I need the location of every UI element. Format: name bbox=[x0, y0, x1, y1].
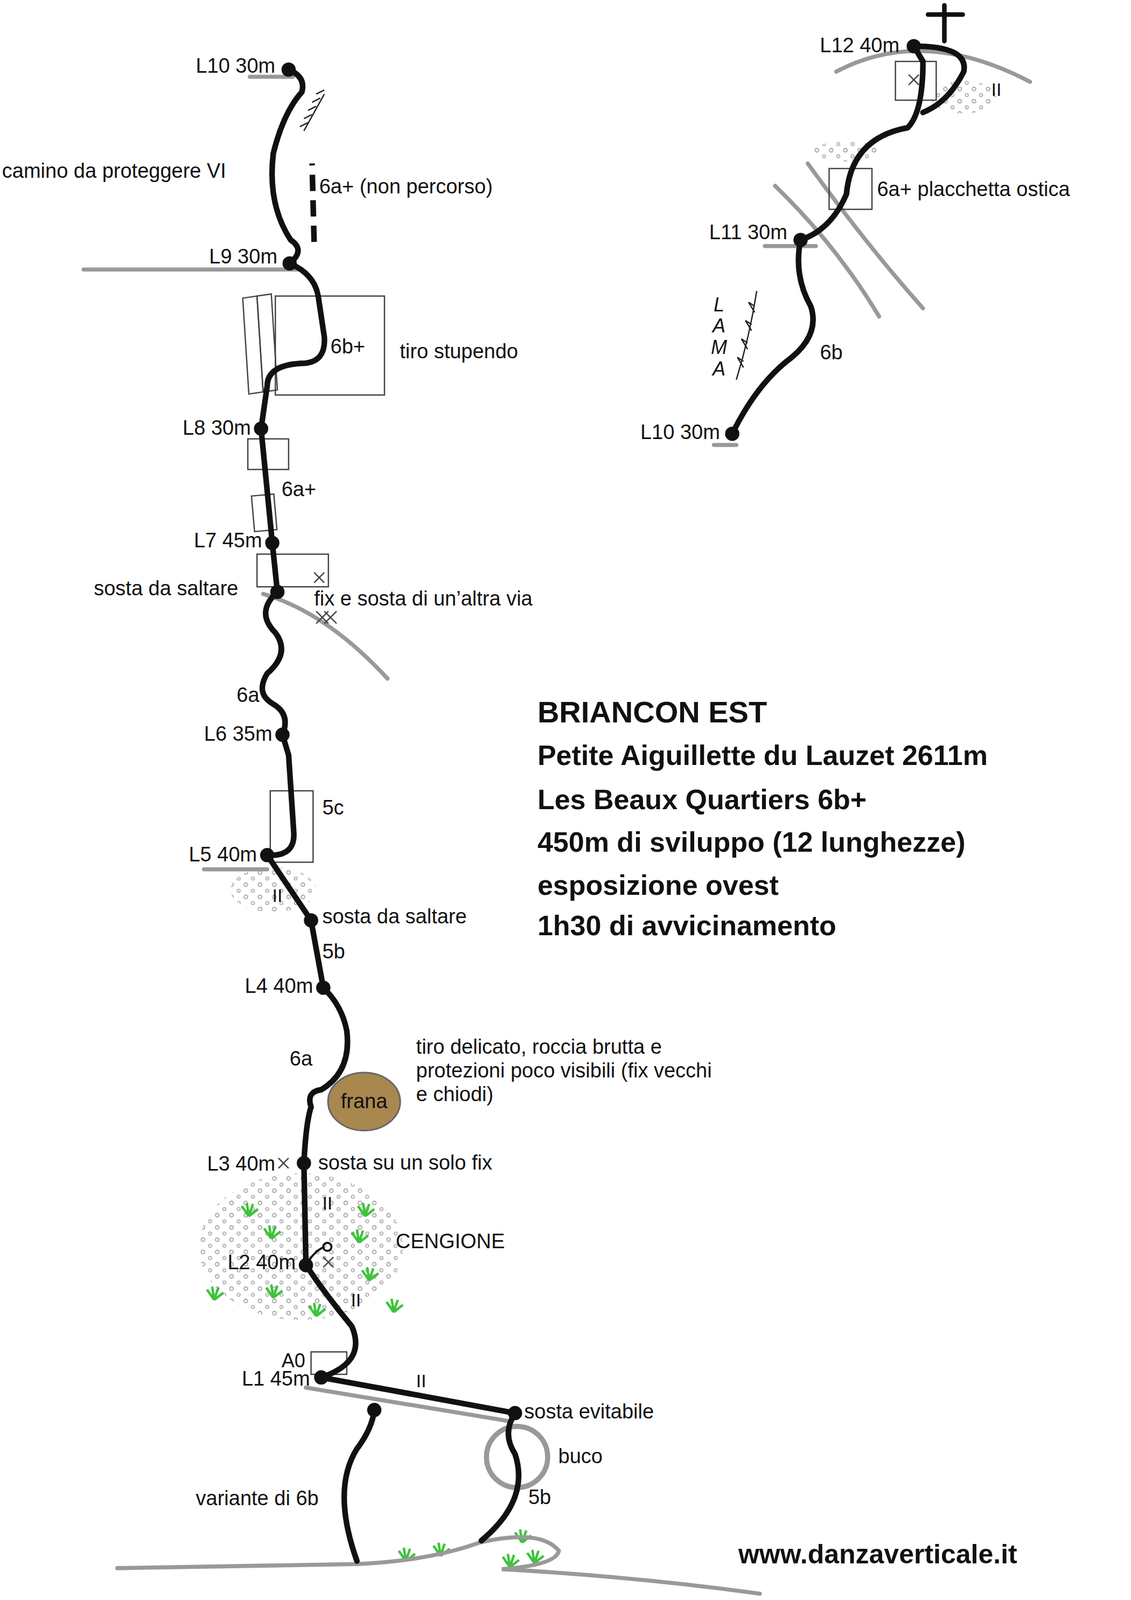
topo-label: CENGIONE bbox=[395, 1229, 506, 1254]
topo-label: 6b bbox=[819, 340, 843, 365]
topo-label: variante di 6b bbox=[196, 1486, 319, 1511]
topo-label: L6 35m bbox=[204, 722, 273, 747]
topo-label: L9 30m bbox=[208, 245, 278, 269]
topo-label: L7 45m bbox=[193, 528, 263, 553]
topo-label: II bbox=[322, 1192, 333, 1214]
topo-info-line: 450m di sviluppo (12 lunghezze) bbox=[537, 826, 966, 859]
topo-info-line: esposizione ovest bbox=[537, 869, 779, 902]
topo-label: L8 30m bbox=[182, 416, 251, 441]
topo-label: camino da proteggere VI bbox=[2, 159, 227, 184]
topo-label: L11 30m bbox=[709, 220, 788, 245]
zone-label: frana bbox=[340, 1089, 388, 1114]
topo-info-line: www.danzaverticale.it bbox=[738, 1538, 1018, 1570]
topo-label: L10 30m bbox=[640, 420, 721, 445]
topo-info-line: Les Beaux Quartiers 6b+ bbox=[537, 783, 867, 816]
topo-label: 6a bbox=[289, 1046, 313, 1071]
topo-info-line: Petite Aiguillette du Lauzet 2611m bbox=[537, 739, 988, 772]
hole-marker: buco bbox=[483, 1422, 603, 1491]
topo-label: 6a bbox=[236, 683, 260, 708]
topo-label: 6a+ placchetta ostica bbox=[876, 177, 1070, 202]
topo-label: fix e sosta di un’altra via bbox=[313, 587, 533, 611]
topo-label: 5b bbox=[528, 1485, 551, 1510]
topo-label: II bbox=[350, 1289, 361, 1311]
topo-label: 5b bbox=[322, 939, 345, 964]
topo-label: sosta da saltare bbox=[322, 905, 467, 930]
topo-label: II bbox=[272, 884, 283, 906]
topo-title: BRIANCON EST bbox=[537, 694, 767, 730]
topo-label: II bbox=[991, 79, 1002, 101]
topo-label: L10 30m bbox=[195, 54, 276, 79]
topo-label: sosta da saltare bbox=[93, 576, 239, 601]
topo-label: L1 45m bbox=[241, 1366, 311, 1391]
topo-label: 5c bbox=[322, 796, 344, 820]
topo-label: L3 40m bbox=[207, 1152, 276, 1176]
topo-info-line: 1h30 di avvicinamento bbox=[537, 909, 837, 942]
topo-label: 6a+ (non percorso) bbox=[319, 175, 493, 199]
topo-label: 6a+ bbox=[281, 477, 317, 502]
topo-label: tiro stupendo bbox=[399, 339, 519, 364]
topo-label: L12 40m bbox=[819, 33, 900, 58]
topo-label: LAMA bbox=[709, 294, 729, 380]
topo-label: L2 40m bbox=[227, 1250, 296, 1275]
hole-label: buco bbox=[558, 1444, 603, 1469]
topo-label: 6b+ bbox=[330, 334, 366, 359]
topo-label: II bbox=[416, 1370, 427, 1392]
pitch-note: tiro delicato, roccia brutta e protezion… bbox=[416, 1035, 718, 1107]
topo-label: sosta evitabile bbox=[524, 1399, 654, 1424]
topo-label: L5 40m bbox=[188, 842, 257, 867]
topo-label: L4 40m bbox=[245, 974, 314, 998]
topo-label: sosta su un solo fix bbox=[318, 1150, 493, 1175]
rockfall-zone: frana bbox=[326, 1070, 402, 1133]
